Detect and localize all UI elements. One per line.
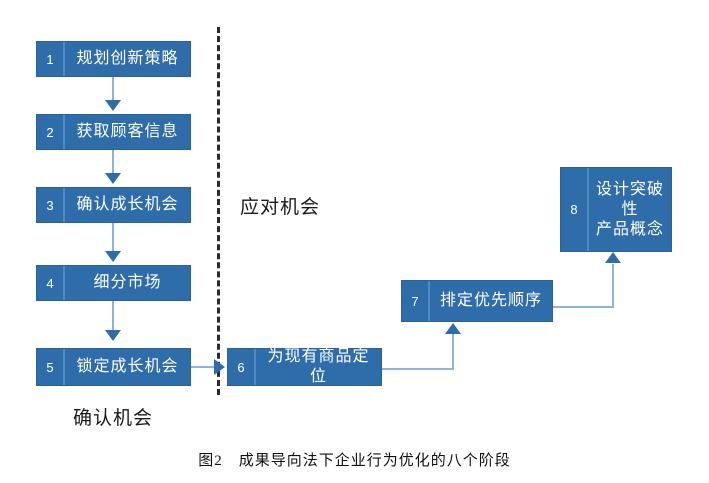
process-node-5-number: 5 <box>37 349 65 385</box>
connector-5-to-6-stem <box>191 366 216 368</box>
process-node-2[interactable]: 2 获取顾客信息 <box>36 114 191 150</box>
connector-5-to-6-arrowhead <box>214 359 225 375</box>
connector-2-to-3-stem <box>112 150 114 176</box>
process-node-5[interactable]: 5 锁定成长机会 <box>36 348 191 386</box>
zone-label-left: 确认机会 <box>73 408 154 429</box>
connector-3-to-4-stem <box>112 223 114 254</box>
connector-4-to-5-stem <box>112 301 114 333</box>
connector-1-to-2-arrowhead <box>105 100 121 111</box>
connector-1-to-2-stem <box>112 77 114 103</box>
process-node-1-label: 规划创新策略 <box>76 50 179 67</box>
connector-2-to-3-arrowhead <box>105 173 121 184</box>
connector-6-to-7-horizontal <box>382 368 454 370</box>
process-node-4-number: 4 <box>37 266 65 300</box>
figure-caption: 图2 成果导向法下企业行为优化的八个阶段 <box>198 453 511 469</box>
process-node-6[interactable]: 6 为现有商品定位 <box>227 348 382 386</box>
process-node-7-label: 排定优先顺序 <box>439 292 542 309</box>
zone-label-right: 应对机会 <box>240 197 321 218</box>
process-node-2-label: 获取顾客信息 <box>76 123 179 140</box>
process-node-8-label: 设计突破性 产品概念 <box>595 180 664 238</box>
connector-3-to-4-arrowhead <box>105 251 121 262</box>
process-node-4-label: 细分市场 <box>93 274 162 291</box>
connector-6-to-7-arrowhead <box>445 323 461 334</box>
process-node-6-label: 为现有商品定位 <box>267 348 370 385</box>
process-node-5-label: 锁定成长机会 <box>76 358 179 375</box>
process-node-6-number: 6 <box>228 349 256 385</box>
connector-7-to-8-vertical <box>612 264 614 308</box>
process-node-3-label: 确认成长机会 <box>76 196 179 213</box>
process-node-3-number: 3 <box>37 188 65 222</box>
zone-divider-dashed-line <box>217 27 220 395</box>
process-node-8[interactable]: 8 设计突破性 产品概念 <box>560 167 672 252</box>
process-node-3[interactable]: 3 确认成长机会 <box>36 187 191 223</box>
process-node-1-number: 1 <box>37 42 65 76</box>
process-node-7-number: 7 <box>402 281 430 321</box>
process-node-7[interactable]: 7 排定优先顺序 <box>401 280 553 322</box>
process-node-2-number: 2 <box>37 115 65 149</box>
connector-7-to-8-horizontal <box>553 306 614 308</box>
process-node-1[interactable]: 1 规划创新策略 <box>36 41 191 77</box>
connector-4-to-5-arrowhead <box>105 330 121 341</box>
process-node-4[interactable]: 4 细分市场 <box>36 265 191 301</box>
connector-6-to-7-vertical <box>452 334 454 370</box>
connector-7-to-8-arrowhead <box>605 252 621 263</box>
process-node-8-number: 8 <box>561 168 589 251</box>
